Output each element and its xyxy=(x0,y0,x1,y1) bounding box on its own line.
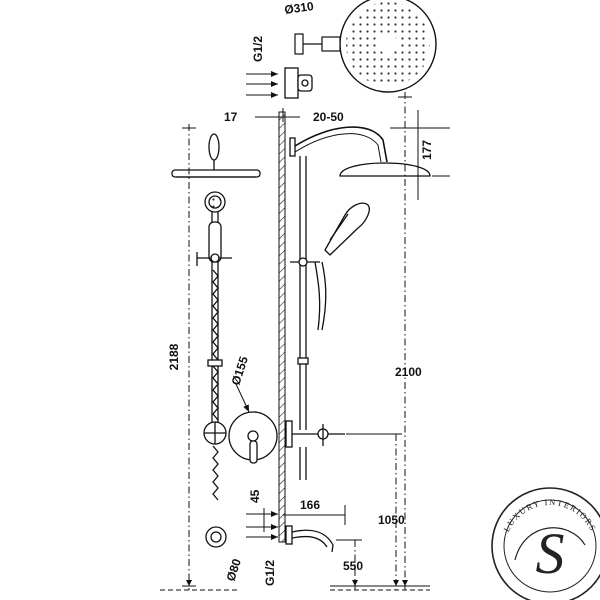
side-view xyxy=(284,67,431,553)
label-166: 166 xyxy=(300,498,320,512)
label-155: Ø155 xyxy=(229,354,251,387)
top-view-head xyxy=(294,0,437,93)
logo-outer-ring xyxy=(491,487,600,600)
label-2100: 2100 xyxy=(395,365,422,379)
front-view xyxy=(171,133,278,548)
side-hand-shower xyxy=(324,202,370,256)
label-g12-bottom: G1/2 xyxy=(263,560,277,586)
wall-section xyxy=(278,111,286,543)
side-hose xyxy=(314,261,327,331)
front-bottom-flange xyxy=(205,526,227,548)
front-shower-head xyxy=(171,169,261,178)
inlet-arrows xyxy=(246,71,278,540)
logo-monogram: S xyxy=(536,521,565,586)
label-1050: 1050 xyxy=(378,513,405,527)
leader-mixer-plate xyxy=(235,383,250,413)
side-spout xyxy=(291,529,334,553)
label-17: 17 xyxy=(224,110,238,124)
side-shower-head xyxy=(339,162,431,177)
side-spout-flange xyxy=(285,525,293,545)
logo-inner-ring xyxy=(503,499,597,593)
label-g12-top: G1/2 xyxy=(251,36,265,62)
label-20-50: 20-50 xyxy=(313,110,344,124)
front-hose xyxy=(212,269,219,421)
luxury-interiors-logo: LUXURY INTERIORS S xyxy=(491,487,600,600)
side-mixer-body xyxy=(285,420,293,448)
front-top-knob xyxy=(208,133,220,161)
side-arm-flange xyxy=(289,137,296,157)
label-310: Ø310 xyxy=(283,0,314,17)
side-gooseneck-arm xyxy=(294,126,388,163)
dim-total-height xyxy=(182,124,196,590)
label-80: Ø80 xyxy=(224,557,244,583)
label-45: 45 xyxy=(248,489,262,503)
label-177: 177 xyxy=(420,140,434,160)
label-550: 550 xyxy=(343,559,363,573)
label-2188: 2188 xyxy=(167,343,181,370)
